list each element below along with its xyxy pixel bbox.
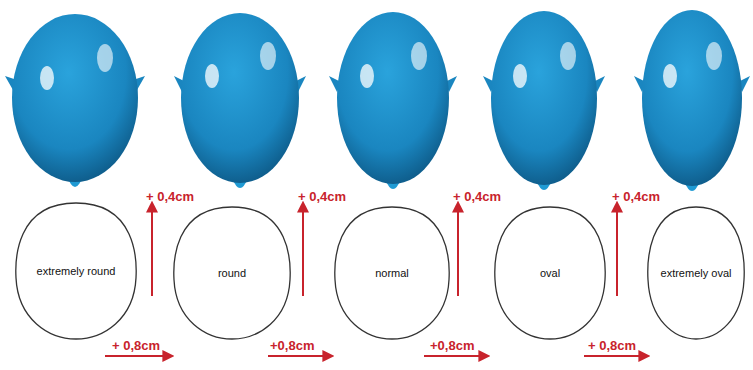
dimension-label: + 0,4cm <box>298 190 346 203</box>
dimension-label: + 0,8cm <box>112 339 160 352</box>
shape-name: extremely oval <box>661 267 732 279</box>
outline-path <box>174 207 290 339</box>
head-shape: oval <box>493 206 607 340</box>
head-shape: round <box>172 206 292 340</box>
head-model <box>634 10 750 191</box>
head-model <box>174 13 306 188</box>
head-shape: extremely round <box>14 202 138 340</box>
dimension-label: +0,8cm <box>270 339 314 352</box>
head-model <box>483 11 605 190</box>
outline-path <box>495 207 605 339</box>
dimension-label: +0,8cm <box>430 339 474 352</box>
outline-path <box>335 207 449 339</box>
head-model <box>329 12 457 189</box>
shape-name: oval <box>540 267 560 279</box>
dimension-label: + 0,4cm <box>453 190 501 203</box>
head-shape: extremely oval <box>646 206 746 340</box>
outline-path <box>16 203 136 339</box>
dimension-label: + 0,8cm <box>588 339 636 352</box>
outline-path <box>648 207 744 339</box>
shape-name: normal <box>375 267 409 279</box>
shape-name: round <box>218 267 246 279</box>
shape-name: extremely round <box>37 265 116 277</box>
horizontal-arrow <box>105 355 648 357</box>
head-model <box>5 14 145 187</box>
dimension-label: + 0,4cm <box>146 190 194 203</box>
head-shape: normal <box>333 206 451 340</box>
dimension-label: + 0,4cm <box>612 190 660 203</box>
